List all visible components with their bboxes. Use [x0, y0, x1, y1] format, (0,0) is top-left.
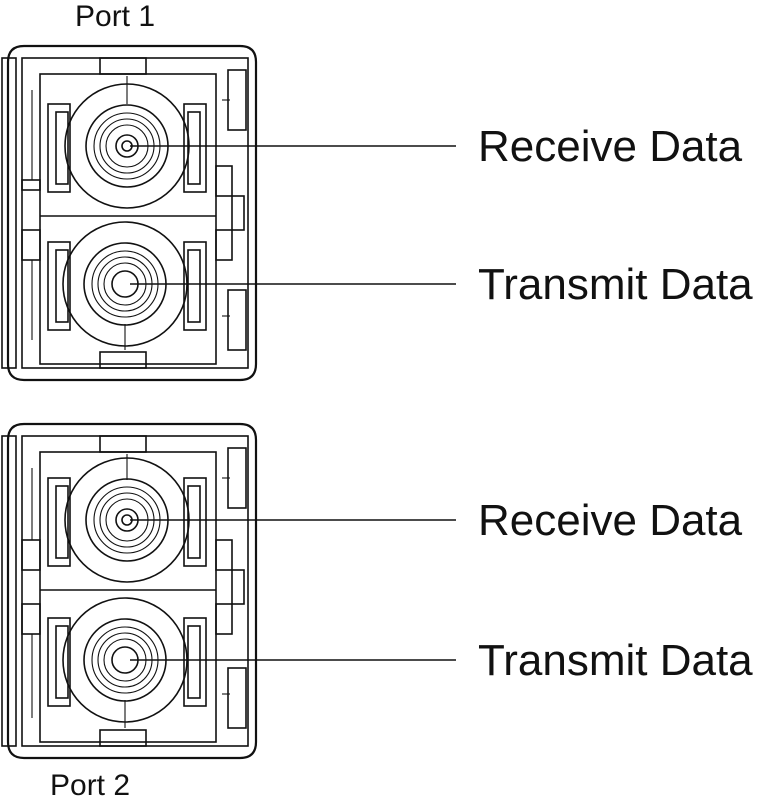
- port-2-receive-ferrule: [47, 454, 207, 583]
- port-2-connector: [1, 422, 258, 760]
- port-1-receive-ferrule: [47, 76, 207, 209]
- port-1-transmit-label: Transmit Data: [478, 260, 753, 309]
- port-1-receive-label: Receive Data: [478, 122, 743, 171]
- port-2-receive-label: Receive Data: [478, 496, 743, 545]
- port-1-label: Port 1: [75, 0, 155, 33]
- port-2-transmit-label: Transmit Data: [478, 636, 753, 685]
- port-2-label: Port 2: [50, 769, 130, 800]
- port-1-transmit-ferrule: [47, 221, 207, 350]
- port-1-connector: [1, 44, 258, 382]
- port-2-transmit-ferrule: [47, 597, 207, 728]
